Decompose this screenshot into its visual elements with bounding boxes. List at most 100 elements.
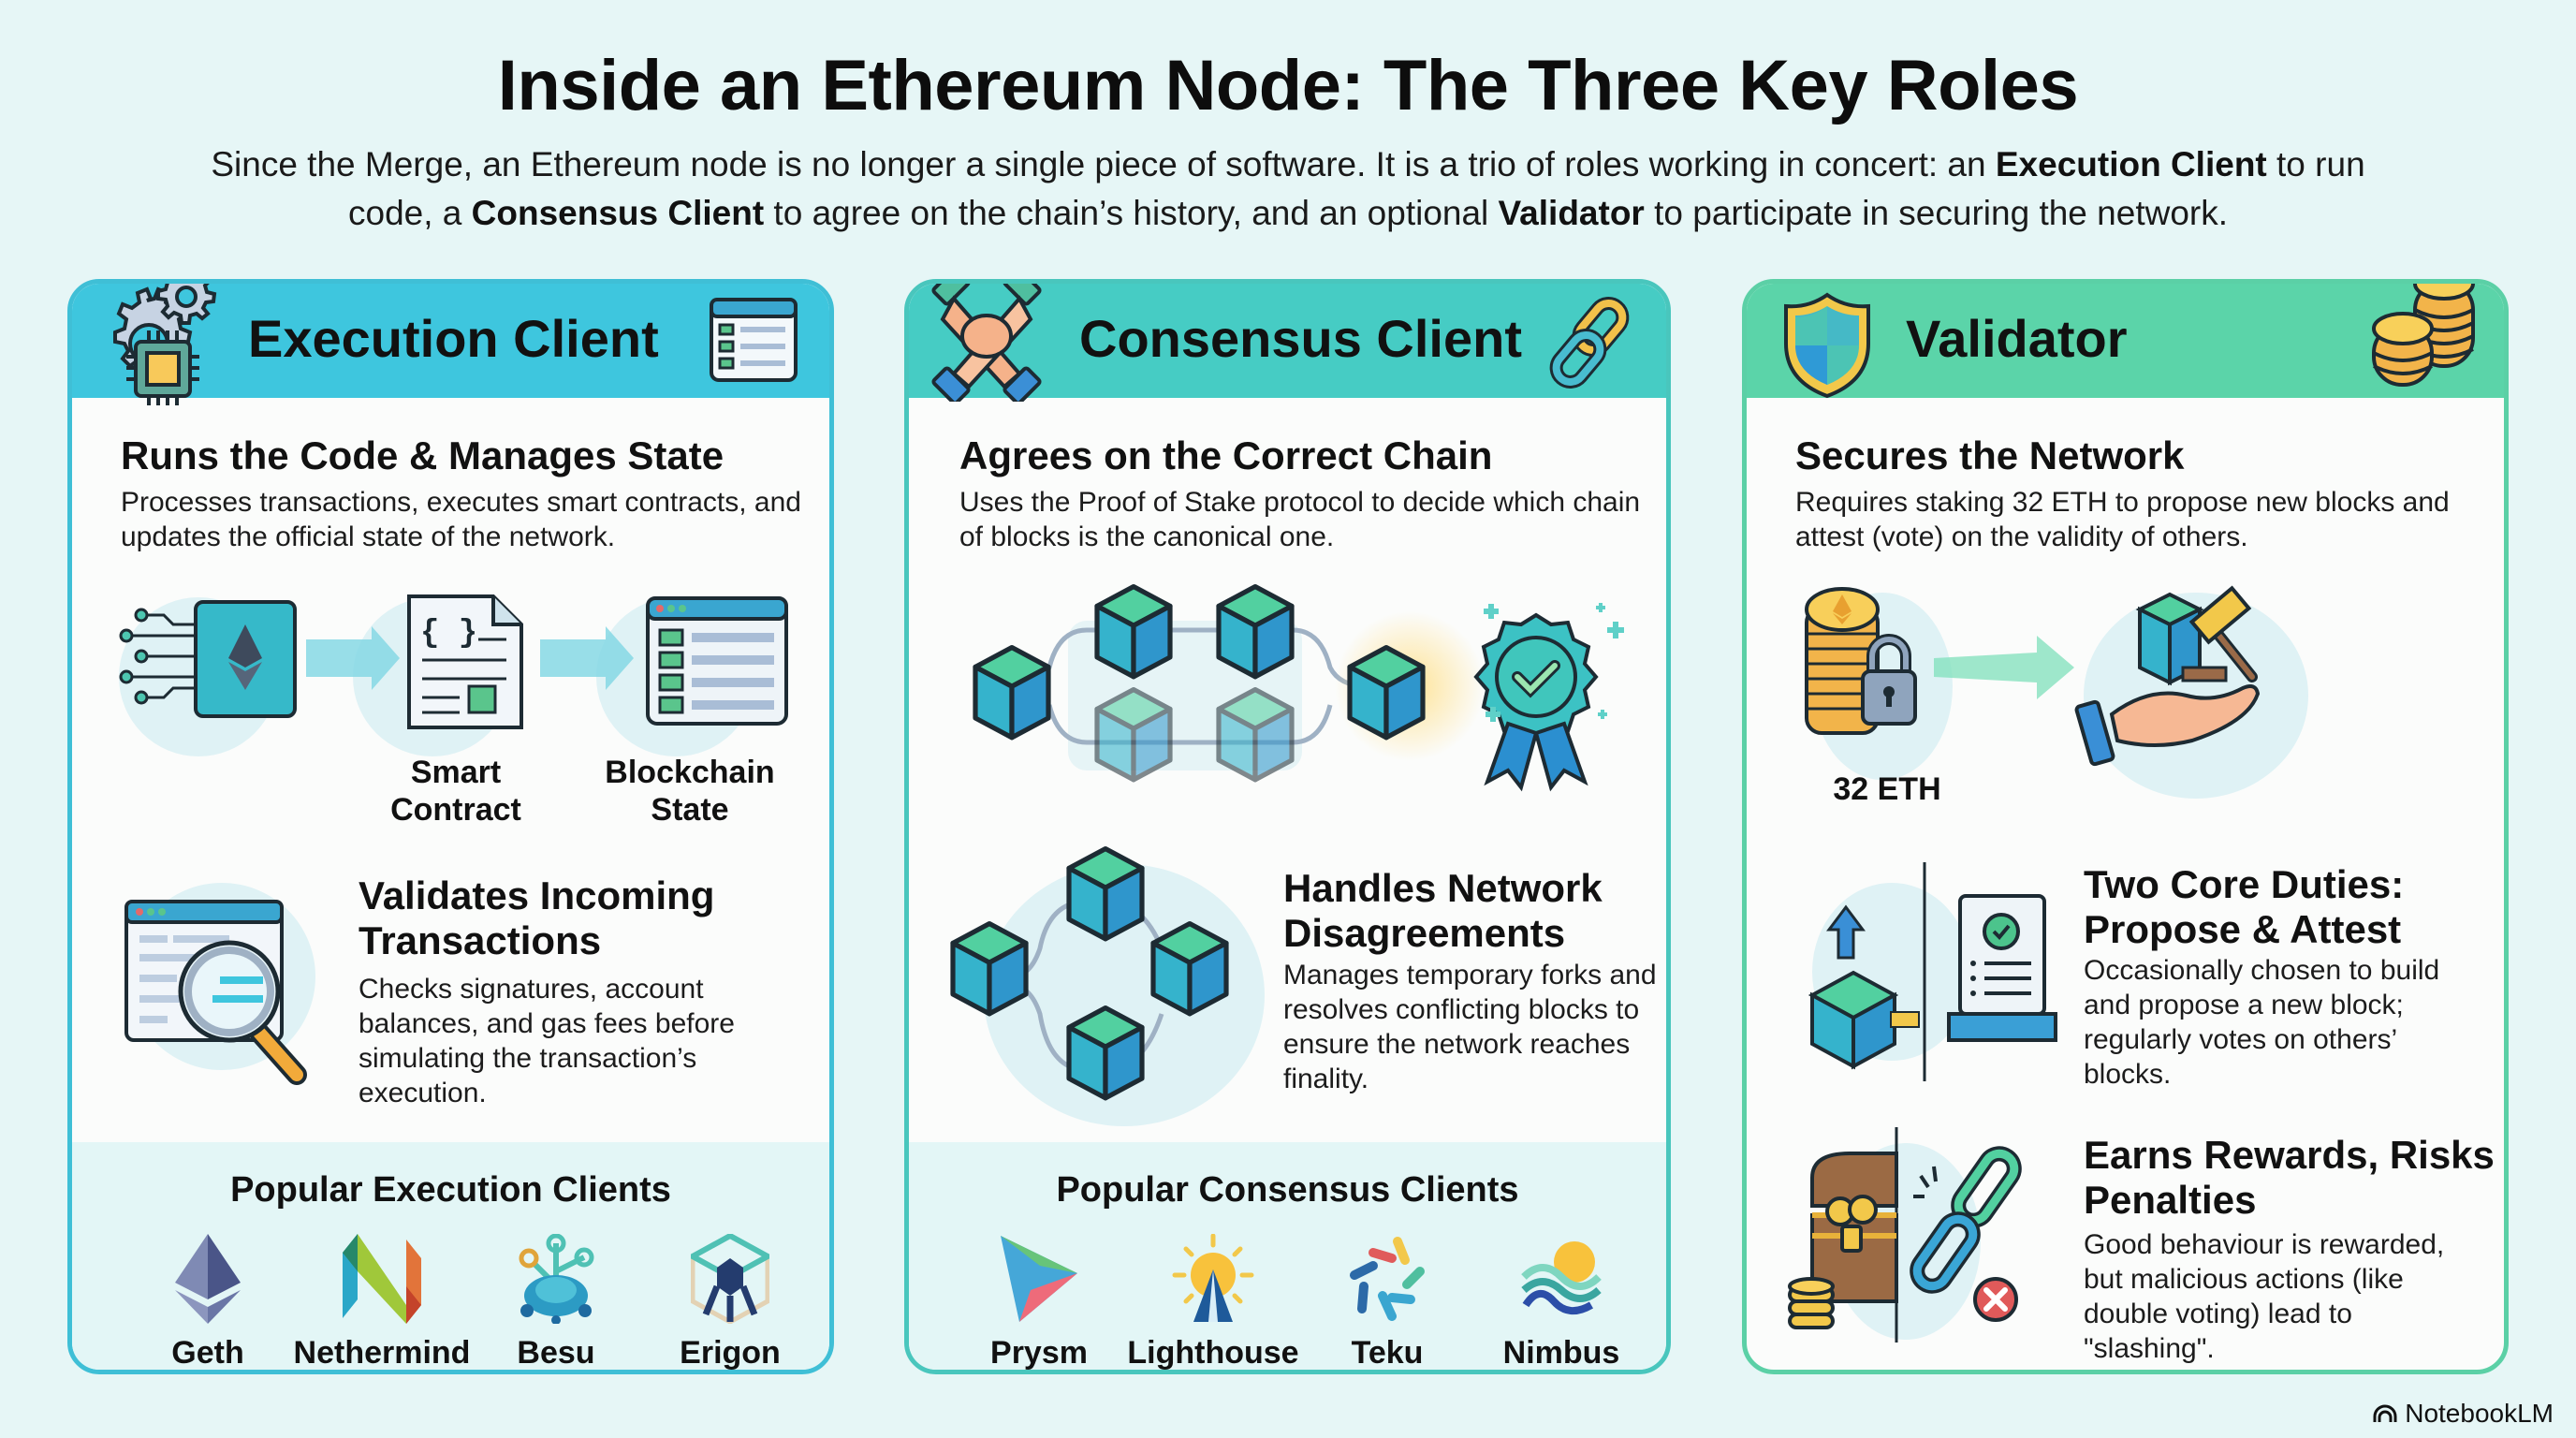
- brand-watermark: NotebookLM: [2373, 1399, 2554, 1429]
- client-name: Nimbus: [1502, 1335, 1620, 1371]
- clients-footer: Popular Consensus Clients Prysm Lighthou…: [909, 1142, 1666, 1371]
- magnifier-inspect-icon: [124, 900, 307, 1085]
- block-gavel-hand-icon: [2074, 585, 2261, 767]
- canonical-chain-diagram: [937, 574, 1624, 792]
- block-cube-orphan: [1097, 690, 1170, 780]
- stake-amount-label: 32 ETH: [1833, 771, 1941, 807]
- execution-flow-diagram: { }: [119, 594, 788, 729]
- client-geth: Geth: [119, 1234, 297, 1371]
- client-besu: Besu: [467, 1234, 645, 1371]
- error-x-icon: [1973, 1277, 2018, 1322]
- page-subtitle: Since the Merge, an Ethereum node is no …: [187, 140, 2389, 238]
- broken-chain-icon: [1910, 1146, 2022, 1294]
- arrow-icon: [1934, 636, 2074, 699]
- section-heading: Secures the Network: [1795, 433, 2185, 477]
- verified-badge-icon: [1473, 612, 1599, 792]
- fork-network-diagram: [937, 845, 1246, 1117]
- client-name: Nethermind: [293, 1335, 471, 1371]
- besu-logo-icon: [519, 1234, 594, 1324]
- notebooklm-logo-icon: [2373, 1404, 2397, 1422]
- footer-title: Popular Execution Clients: [230, 1170, 671, 1210]
- section-body: Requires staking 32 ETH to propose new b…: [1795, 487, 2450, 552]
- client-name: Prysm: [990, 1335, 1088, 1371]
- smart-contract-icon: { }: [407, 594, 523, 729]
- section-body: Checks signatures, account balances, and…: [359, 974, 735, 1108]
- execution-client-card: Execution Client Runs the Code & Manages…: [67, 279, 834, 1374]
- gear-chip-icon: [113, 284, 217, 405]
- client-prysm: Prysm: [950, 1234, 1128, 1371]
- block-cube: [1097, 587, 1170, 677]
- card-header: Consensus Client: [909, 284, 1666, 402]
- nimbus-logo-icon: [1521, 1241, 1602, 1314]
- handshake-icon: [931, 284, 1042, 402]
- flow-label-blockchain-state: Blockchain State: [605, 755, 775, 828]
- section-heading: Runs the Code & Manages State: [121, 433, 724, 477]
- subtitle-text: to agree on the chain’s history, and an …: [764, 194, 1499, 232]
- subtitle-text: Since the Merge, an Ethereum node is no …: [211, 145, 1996, 183]
- client-erigon: Erigon: [641, 1234, 819, 1371]
- validator-card: Validator Secures the Network Requires s…: [1742, 279, 2509, 1374]
- brand-label: NotebookLM: [2405, 1399, 2554, 1428]
- block-cube: [1069, 849, 1142, 939]
- section-body: Uses the Proof of Stake protocol to deci…: [959, 487, 1641, 552]
- section-heading: Two Core Duties: Propose & Attest: [2084, 862, 2405, 951]
- client-lighthouse: Lighthouse: [1124, 1234, 1302, 1371]
- block-cube: [1350, 648, 1423, 738]
- block-cube-orphan: [1219, 690, 1292, 780]
- block-cube: [975, 648, 1048, 738]
- consensus-client-card: Consensus Client Agrees on the Correct C…: [904, 279, 1671, 1374]
- blockchain-state-icon: [646, 596, 788, 726]
- nethermind-logo-icon: [343, 1234, 421, 1324]
- teku-logo-icon: [1350, 1237, 1425, 1321]
- section-body: Manages temporary forks and resolves con…: [1283, 960, 1657, 1094]
- client-name: Erigon: [680, 1335, 781, 1371]
- coin-stack-icon: [2372, 284, 2475, 387]
- client-name: Teku: [1351, 1335, 1424, 1371]
- subtitle-execution-client: Execution Client: [1995, 145, 2267, 183]
- flow-label-smart-contract: Smart Contract: [390, 755, 521, 828]
- block-cube: [1153, 924, 1226, 1014]
- browser-list-icon: [710, 298, 798, 382]
- subtitle-text: to participate in securing the network.: [1644, 194, 2228, 232]
- section-body: Processes transactions, executes smart c…: [121, 487, 801, 552]
- page-title: Inside an Ethereum Node: The Three Key R…: [497, 46, 2079, 125]
- card-header: Execution Client: [72, 284, 829, 405]
- subtitle-validator: Validator: [1498, 194, 1645, 232]
- card-title: Execution Client: [248, 309, 659, 368]
- lighthouse-logo-icon: [1172, 1234, 1254, 1322]
- treasure-chest-icon: [1788, 1152, 1898, 1329]
- client-name: Besu: [517, 1335, 595, 1371]
- arrow-icon: [306, 626, 400, 690]
- client-name: Lighthouse: [1127, 1335, 1299, 1371]
- staking-diagram: [1805, 585, 2261, 767]
- block-cube: [1069, 1008, 1142, 1098]
- client-teku: Teku: [1298, 1234, 1476, 1371]
- card-title: Validator: [1906, 309, 2128, 368]
- section-body: Occasionally chosen to build and propose…: [2084, 955, 2440, 1090]
- section-heading: Earns Rewards, Risks Penalties: [2084, 1133, 2495, 1222]
- transaction-input-icon: [119, 600, 297, 718]
- shield-icon: [1784, 292, 1870, 399]
- client-nimbus: Nimbus: [1472, 1234, 1650, 1371]
- chain-link-icon: [1549, 297, 1630, 389]
- section-body: Good behaviour is rewarded, but maliciou…: [2084, 1229, 2445, 1364]
- prysm-logo-icon: [1001, 1236, 1077, 1322]
- client-nethermind: Nethermind: [293, 1234, 471, 1371]
- card-header: Validator: [1747, 284, 2504, 399]
- section-heading: Validates Incoming Transactions: [359, 873, 715, 962]
- section-heading: Handles Network Disagreements: [1283, 866, 1603, 955]
- subtitle-consensus-client: Consensus Client: [471, 194, 765, 232]
- footer-title: Popular Consensus Clients: [1056, 1170, 1519, 1210]
- propose-attest-icon: [1808, 862, 2057, 1081]
- erigon-logo-icon: [691, 1234, 769, 1324]
- svg-text:{ }: { }: [420, 616, 477, 652]
- card-title: Consensus Client: [1079, 309, 1522, 368]
- subtitle-text: to run code, a: [348, 145, 2365, 232]
- geth-logo-icon: [175, 1234, 241, 1324]
- section-heading: Agrees on the Correct Chain: [959, 433, 1493, 477]
- arrow-icon: [540, 626, 634, 690]
- rewards-penalties-icon: [1788, 1127, 2022, 1343]
- locked-eth-coins-icon: [1805, 587, 1917, 735]
- clients-footer: Popular Execution Clients Geth Nethermin…: [72, 1142, 829, 1371]
- client-name: Geth: [171, 1335, 244, 1371]
